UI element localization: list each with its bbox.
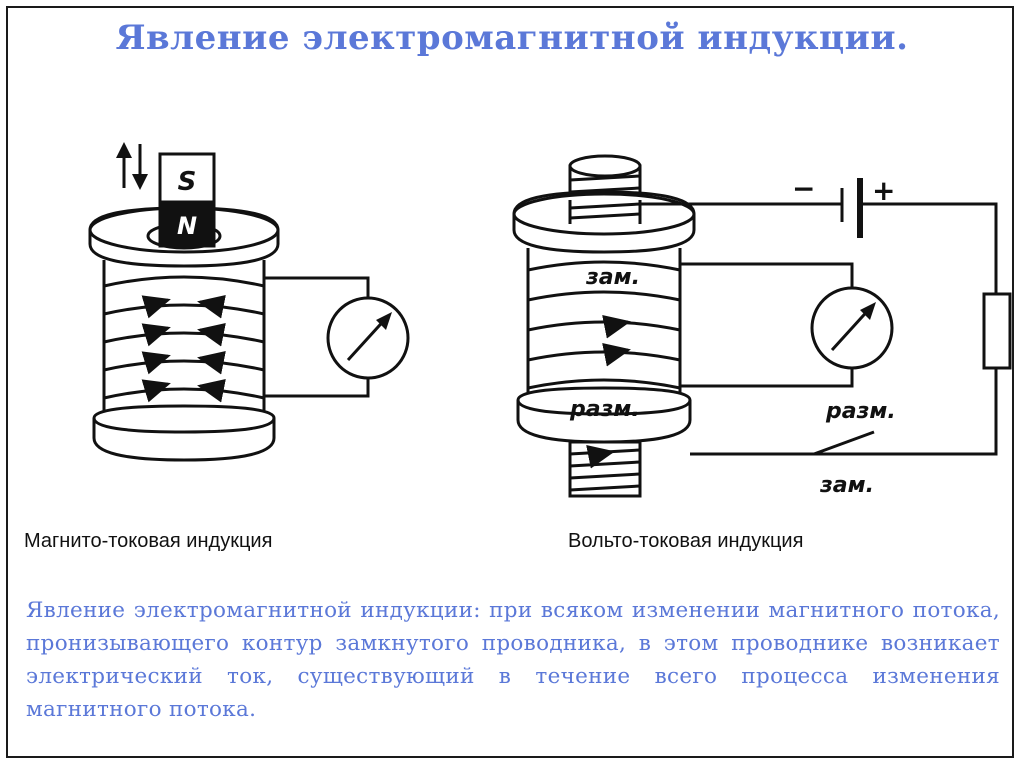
threaded-core-bottom — [568, 440, 642, 498]
volto-induction-figure — [512, 154, 1012, 498]
battery-minus-label: − — [792, 172, 815, 205]
coil-closed-label: зам. — [585, 265, 640, 290]
coil-open-label: разм. — [569, 397, 640, 422]
left-caption: Магнито-токовая индукция — [24, 530, 273, 552]
up-down-arrows-icon — [116, 142, 148, 190]
left-coil-windings — [103, 275, 265, 403]
magnet-s-label: S — [178, 167, 197, 197]
galvanometer-icon — [326, 296, 410, 380]
left-coil-body — [102, 260, 266, 418]
switch-open-label: разм. — [825, 399, 896, 424]
magneto-induction-figure — [88, 142, 410, 462]
battery-icon — [640, 178, 998, 294]
right-coil-windings — [527, 260, 681, 390]
magnet-n-label: N — [177, 212, 197, 240]
slide-frame: Явление электромагнитной индукции. — [6, 6, 1014, 758]
definition-text: Явление электромагнитной индукции: при в… — [26, 598, 1000, 722]
switch-closed-label: зам. — [819, 473, 874, 498]
bar-magnet — [158, 152, 216, 248]
induction-diagrams: S N зам. разм. разм. зам. − + — [88, 142, 1012, 498]
right-galvanometer-icon — [810, 286, 894, 370]
switch-icon — [690, 430, 888, 456]
right-caption: Вольто-токовая индукция — [568, 530, 804, 552]
resistor-icon — [982, 292, 1012, 370]
slide-title: Явление электромагнитной индукции. — [115, 18, 909, 58]
battery-plus-label: + — [872, 174, 895, 207]
